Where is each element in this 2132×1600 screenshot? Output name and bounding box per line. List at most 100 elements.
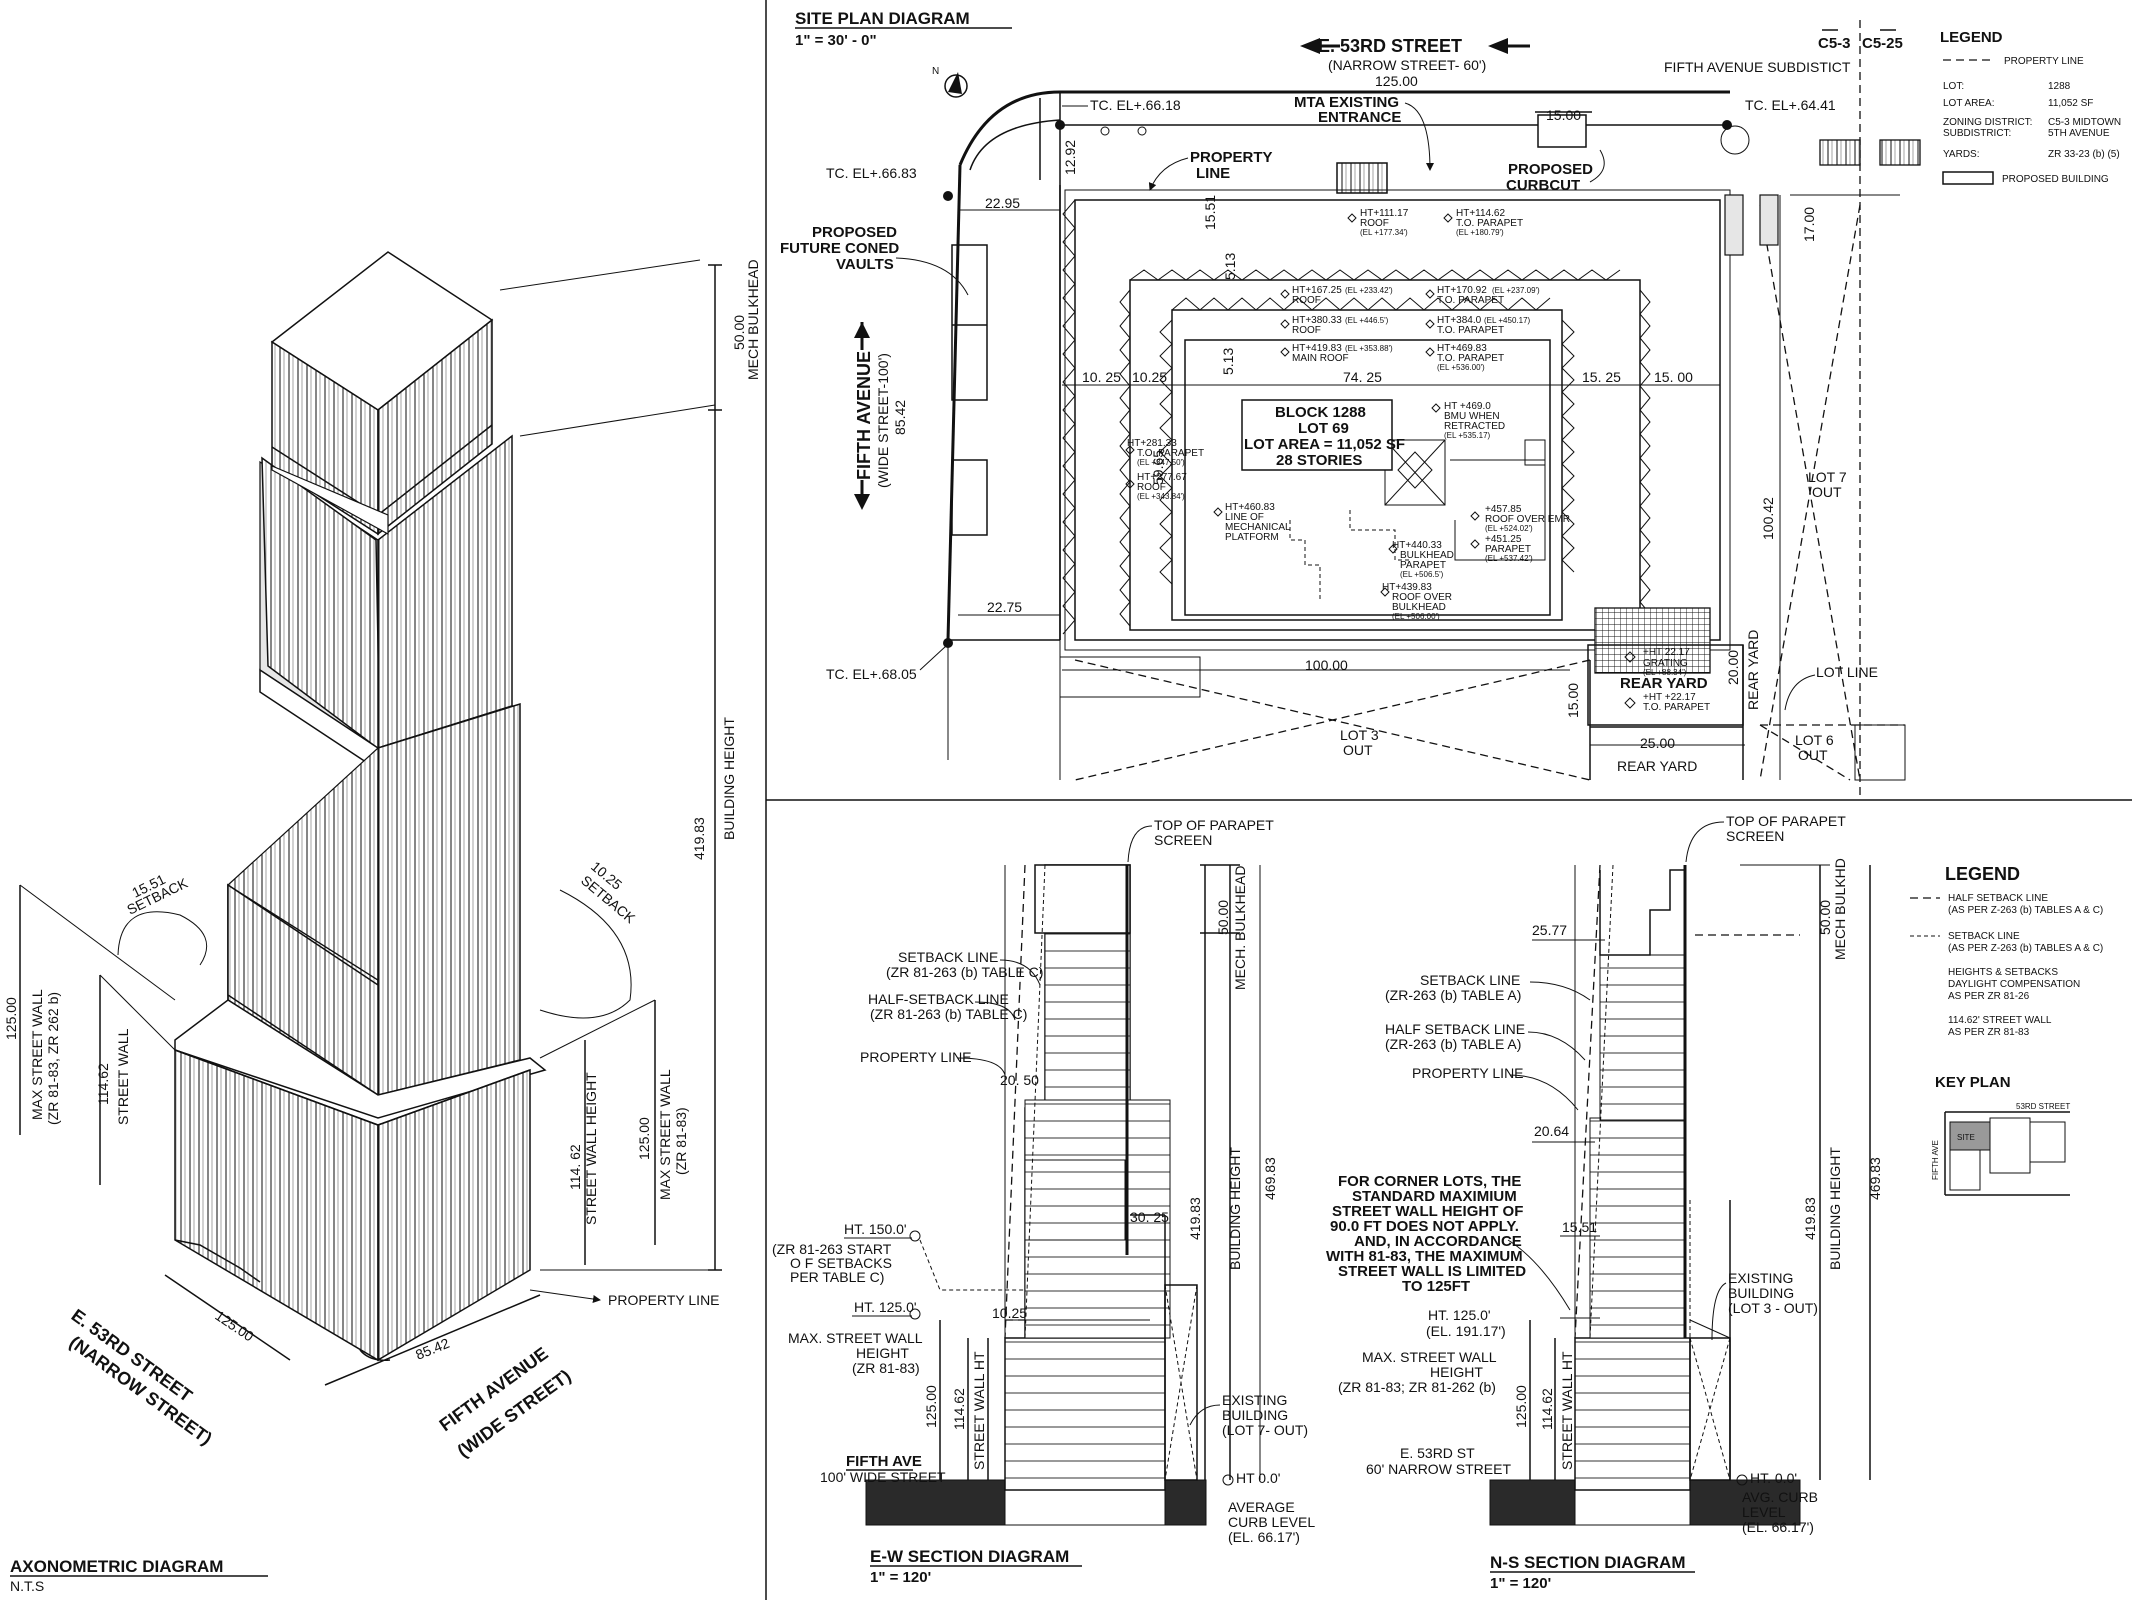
legend-top: LEGEND PROPERTY LINE LOT: 1288 LOT AREA:… bbox=[1940, 29, 2121, 185]
svg-text:ROOF OVER: ROOF OVER bbox=[1392, 592, 1452, 603]
svg-text:125.00: 125.00 bbox=[923, 1385, 939, 1428]
svg-text:AS PER ZR 81-26: AS PER ZR 81-26 bbox=[1948, 991, 2030, 1002]
vaults-3: VAULTS bbox=[836, 256, 894, 273]
tc-nw: TC. EL+.66.18 bbox=[1090, 97, 1181, 113]
svg-text:HT+111.17: HT+111.17 bbox=[1360, 208, 1409, 219]
svg-text:HALF SETBACK LINE: HALF SETBACK LINE bbox=[1385, 1021, 1525, 1037]
svg-text:RETRACTED: RETRACTED bbox=[1444, 421, 1505, 432]
fifth-ave-label: FIFTH AVENUE bbox=[854, 351, 874, 480]
svg-text:(AS PER Z-263 (b) TABLES A & C: (AS PER Z-263 (b) TABLES A & C) bbox=[1948, 905, 2103, 916]
svg-text:LINE OF: LINE OF bbox=[1225, 512, 1264, 523]
svg-text:SCREEN: SCREEN bbox=[1154, 832, 1212, 848]
svg-text:HT+281.33: HT+281.33 bbox=[1127, 438, 1177, 449]
lot3: LOT 3 bbox=[1340, 727, 1379, 743]
mta-entrance: MTA EXISTING bbox=[1294, 94, 1399, 111]
site-zoning-boundary: C5-3 C5-25 FIFTH AVENUE SUBDISTICT bbox=[1664, 20, 1903, 800]
svg-text:SETBACK LINE: SETBACK LINE bbox=[1420, 972, 1520, 988]
note-7: HT+419.83 MAIN ROOF (EL +353.88') bbox=[1280, 343, 1393, 364]
axon-base bbox=[174, 999, 547, 1362]
svg-text:90.0 FT DOES NOT APPLY.: 90.0 FT DOES NOT APPLY. bbox=[1330, 1218, 1519, 1235]
svg-text:PROPERTY LINE: PROPERTY LINE bbox=[860, 1049, 972, 1065]
svg-text:PROPERTY LINE: PROPERTY LINE bbox=[1412, 1065, 1524, 1081]
axon-front-width: 125.00 bbox=[212, 1307, 257, 1344]
svg-text:(EL +450.17): (EL +450.17) bbox=[1484, 316, 1531, 325]
site-adjacent-lots: LOT 7 OUT LOT 3 OUT LOT 6 OUT LOT LINE R… bbox=[1059, 194, 1906, 781]
svg-text:O F SETBACKS: O F SETBACKS bbox=[790, 1255, 892, 1271]
subdistrict: FIFTH AVENUE SUBDISTICT bbox=[1664, 59, 1851, 75]
axon-maxwall-right-label2: (ZR 81-83) bbox=[673, 1107, 689, 1175]
svg-text:15.51: 15.51 bbox=[1562, 1219, 1597, 1235]
svg-text:SUBDISTRICT:: SUBDISTRICT: bbox=[1943, 128, 2011, 139]
axon-tower bbox=[259, 434, 513, 772]
svg-text:ROOF OVER EMR: ROOF OVER EMR bbox=[1485, 514, 1570, 525]
svg-text:HT+277.67: HT+277.67 bbox=[1137, 472, 1187, 483]
svg-text:HT. 125.0': HT. 125.0' bbox=[1428, 1307, 1491, 1323]
site-plan-diagram: SITE PLAN DIAGRAM 1" = 30' - 0" N E. 53R… bbox=[780, 9, 1921, 800]
svg-text:(ZR-263 (b) TABLE A): (ZR-263 (b) TABLE A) bbox=[1385, 1036, 1521, 1052]
grating2: GRATING bbox=[1643, 658, 1688, 669]
note-15: HT+440.33 BULKHEAD PARAPET (EL +506.5') bbox=[1388, 540, 1454, 579]
zone-c5-25: C5-25 bbox=[1862, 35, 1903, 52]
svg-text:PLATFORM: PLATFORM bbox=[1225, 532, 1279, 543]
svg-text:STREET WALL IS LIMITED: STREET WALL IS LIMITED bbox=[1338, 1263, 1526, 1280]
dim-15-51: 15.51 bbox=[1202, 195, 1218, 230]
svg-text:N: N bbox=[932, 66, 939, 77]
svg-text:ROOF: ROOF bbox=[1137, 482, 1166, 493]
dim-22-75: 22.75 bbox=[987, 599, 1022, 615]
note-4: HT+170.92 T.O. PARAPET (EL +237.09') bbox=[1425, 285, 1540, 306]
svg-text:PROPOSED BUILDING: PROPOSED BUILDING bbox=[2002, 174, 2109, 185]
ew-scale: 1" = 120' bbox=[870, 1569, 931, 1586]
fifth-ave-sub: (WIDE STREET-100') bbox=[875, 353, 891, 488]
svg-text:(ZR 81-83): (ZR 81-83) bbox=[852, 1360, 920, 1376]
svg-text:SETBACK LINE: SETBACK LINE bbox=[1948, 931, 2020, 942]
svg-text:MECH BULKHD: MECH BULKHD bbox=[1832, 858, 1848, 960]
site-property-line-label: PROPERTY LINE bbox=[1148, 149, 1273, 191]
svg-text:MAIN ROOF: MAIN ROOF bbox=[1292, 353, 1349, 364]
svg-text:MAX. STREET WALL: MAX. STREET WALL bbox=[788, 1330, 923, 1346]
svg-text:EXISTING: EXISTING bbox=[1728, 1270, 1793, 1286]
svg-text:BUILDING: BUILDING bbox=[1222, 1407, 1288, 1423]
sheet-dividers bbox=[765, 0, 2132, 1600]
svg-text:TOP OF PARAPET: TOP OF PARAPET bbox=[1726, 813, 1846, 829]
svg-text:20.64: 20.64 bbox=[1534, 1123, 1569, 1139]
axon-dimension-lines bbox=[19, 259, 722, 1386]
svg-text:HT. 150.0': HT. 150.0' bbox=[844, 1221, 907, 1237]
note-1: HT+111.17 ROOF (EL +177.34') bbox=[1347, 208, 1409, 237]
svg-text:LOT:: LOT: bbox=[1943, 81, 1964, 92]
svg-text:HEIGHT: HEIGHT bbox=[1430, 1364, 1483, 1380]
dim-59-65: 59.65 bbox=[1150, 450, 1166, 485]
svg-text:(LOT 7- OUT): (LOT 7- OUT) bbox=[1222, 1422, 1308, 1438]
svg-text:(EL +343.84'): (EL +343.84') bbox=[1137, 492, 1185, 501]
site-plan-title: SITE PLAN DIAGRAM bbox=[795, 9, 970, 28]
axon-scale: N.T.S bbox=[10, 1578, 44, 1594]
dim-85-42: 85.42 bbox=[892, 400, 908, 435]
svg-text:50.00: 50.00 bbox=[1215, 900, 1231, 935]
axon-title: AXONOMETRIC DIAGRAM bbox=[10, 1557, 223, 1576]
svg-text:HT+384.0: HT+384.0 bbox=[1437, 315, 1482, 326]
svg-text:60' NARROW STREET: 60' NARROW STREET bbox=[1366, 1461, 1511, 1477]
svg-text:(ZR 81-263 (b) TABLE C): (ZR 81-263 (b) TABLE C) bbox=[870, 1006, 1027, 1022]
svg-text:MECH. BULKHEAD: MECH. BULKHEAD bbox=[1232, 866, 1248, 990]
svg-text:HT+114.62: HT+114.62 bbox=[1456, 208, 1505, 219]
note-5: HT+380.33 ROOF (EL +446.5') bbox=[1280, 315, 1389, 336]
lot7: LOT 7 bbox=[1808, 469, 1847, 485]
svg-text:T.O. PARAPET: T.O. PARAPET bbox=[1456, 218, 1523, 229]
svg-text:PARAPET: PARAPET bbox=[1485, 544, 1531, 555]
axon-street-labels: E. 53RD STREET (NARROW STREET) FIFTH AVE… bbox=[66, 1305, 575, 1461]
dim-15-00: 15. 00 bbox=[1654, 369, 1693, 385]
dim-20-00: 20.00 bbox=[1725, 650, 1741, 685]
legend-bottom: LEGEND HALF SETBACK LINE (AS PER Z-263 (… bbox=[1910, 864, 2103, 1196]
ns-section-diagram: TOP OF PARAPET SCREEN 25.77 SETBACK LINE… bbox=[1326, 813, 1883, 1592]
axon-maxwall-left-label2: (ZR 81-83, ZR 262 b) bbox=[45, 992, 61, 1125]
svg-text:MECHANICAL: MECHANICAL bbox=[1225, 522, 1291, 533]
key-plan-title: KEY PLAN bbox=[1935, 1074, 2011, 1091]
site-height-notes: HT+111.17 ROOF (EL +177.34') HT+114.62 T… bbox=[1125, 208, 1570, 621]
note-6: HT+384.0 T.O. PARAPET (EL +450.17) bbox=[1425, 315, 1531, 336]
site-street-top-dim: 125.00 bbox=[1375, 73, 1418, 89]
lot-area: LOT AREA = 11,052 SF bbox=[1244, 436, 1405, 453]
axon-streetwall-right-value: 114. 62 bbox=[567, 1144, 583, 1190]
site-street-top-sub: (NARROW STREET- 60') bbox=[1328, 57, 1486, 73]
svg-text:HT+170.92: HT+170.92 bbox=[1437, 285, 1487, 296]
svg-text:1288: 1288 bbox=[2048, 81, 2071, 92]
svg-text:TO 125FT: TO 125FT bbox=[1402, 1278, 1470, 1295]
